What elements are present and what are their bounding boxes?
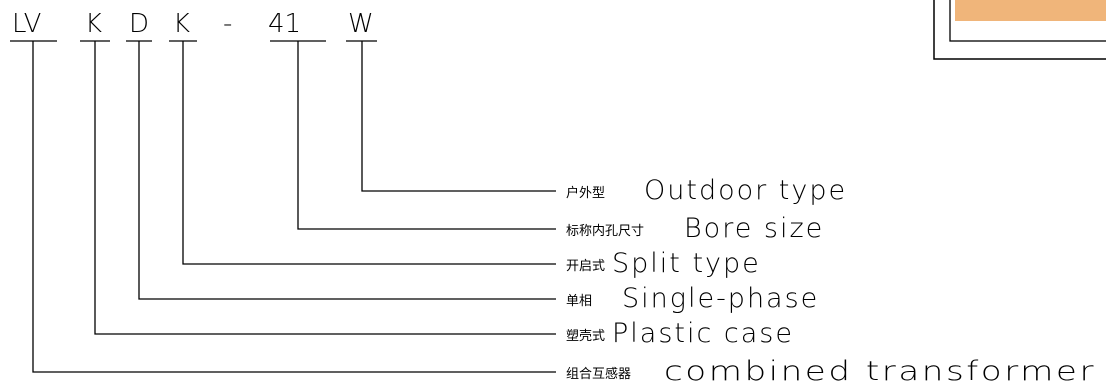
legend-cn-split-type: 开启式 xyxy=(566,259,605,274)
legend-en-plastic-case: Plastic case xyxy=(612,318,794,349)
legend-en-single-phase: Single-phase xyxy=(622,283,819,314)
code-segment-k2: K xyxy=(173,9,190,39)
leader-combined-transformer xyxy=(32,41,556,373)
code-segment-w: W xyxy=(348,9,374,39)
corner-badge-image xyxy=(955,0,1106,21)
leader-single-phase xyxy=(138,41,556,300)
corner-frame xyxy=(933,0,1106,60)
legend-cn-bore-size: 标称内孔尺寸 xyxy=(566,223,644,239)
code-segment-dash: - xyxy=(223,9,232,39)
legend-en-combined-transformer: combined transformer xyxy=(664,356,1096,385)
legend-en-split-type: Split type xyxy=(612,248,761,279)
leader-lines xyxy=(32,41,556,373)
legend-cn-plastic-case: 塑壳式 xyxy=(566,329,605,344)
leader-plastic-case xyxy=(94,41,556,335)
legend-en-outdoor-type: Outdoor type xyxy=(644,175,847,206)
code-segment-d: D xyxy=(129,9,149,39)
code-segment-k1: K xyxy=(85,9,102,39)
legend-cn-outdoor-type: 户外型 xyxy=(566,185,605,201)
leader-bore-size xyxy=(297,41,556,230)
legend-cn-single-phase: 单相 xyxy=(566,294,592,309)
legend-en-bore-size: Bore size xyxy=(684,213,824,244)
code-segment-lv: LV xyxy=(12,9,41,39)
legend-cn-combined-transformer: 组合互感器 xyxy=(566,366,631,382)
code-segment-41: 41 xyxy=(268,9,301,39)
leader-split-type xyxy=(182,41,556,265)
leader-outdoor-type xyxy=(361,41,556,192)
